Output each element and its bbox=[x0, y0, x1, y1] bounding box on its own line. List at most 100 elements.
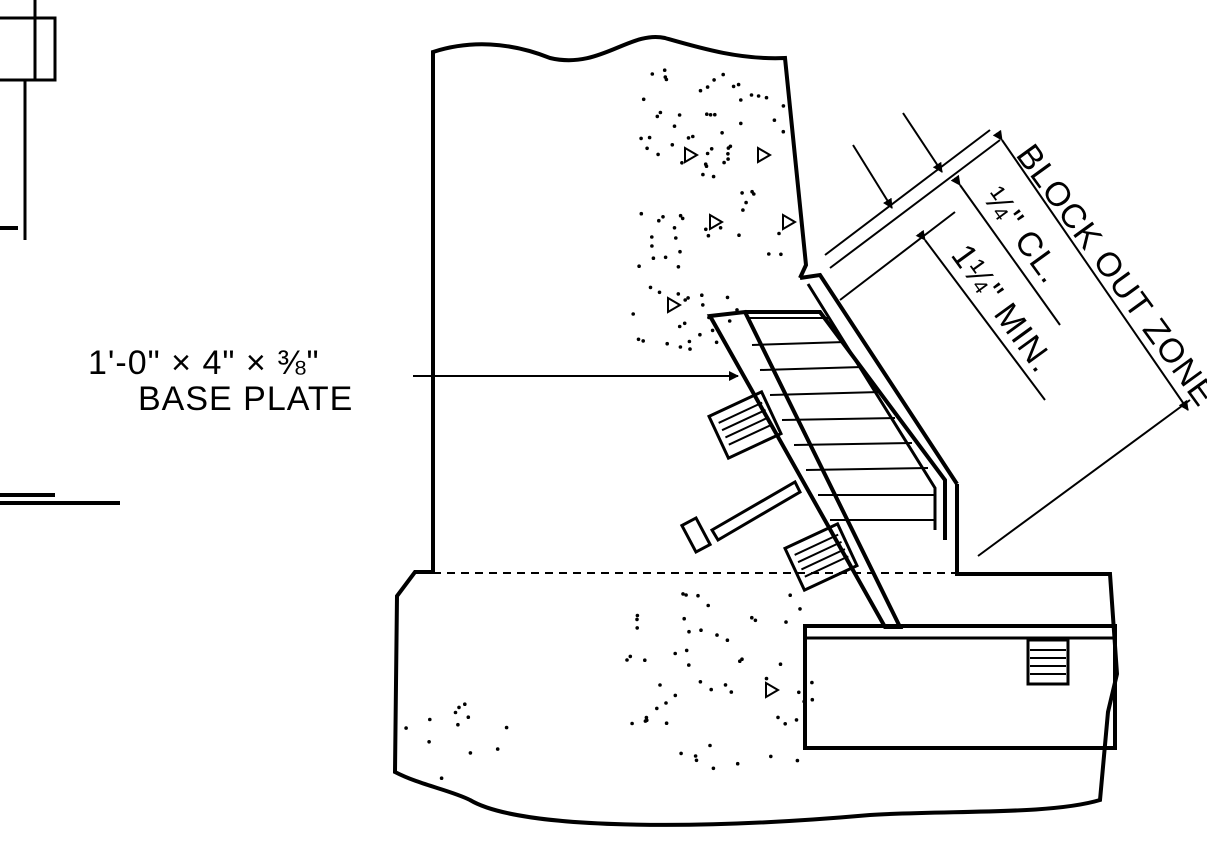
stipple-dot bbox=[712, 78, 716, 82]
stipple-dot bbox=[657, 218, 661, 223]
stipple-dot bbox=[698, 680, 703, 684]
aggregate-triangle bbox=[782, 213, 797, 231]
stipple-dot bbox=[427, 740, 431, 744]
stipple-dot bbox=[682, 616, 686, 621]
stipple-dot bbox=[706, 233, 711, 238]
stipple-dot bbox=[731, 84, 736, 89]
stipple-dot bbox=[714, 340, 719, 345]
stipple-dot bbox=[663, 75, 668, 79]
stipple-dot bbox=[739, 121, 743, 126]
stipple-dot bbox=[699, 628, 703, 632]
stipple-dot bbox=[655, 706, 659, 711]
stipple-dot bbox=[404, 726, 408, 730]
base-plate-dimension-label: 1'-0" × 4" × ⅜" bbox=[88, 344, 320, 382]
stipple-dot bbox=[672, 124, 677, 128]
stipple-dot bbox=[680, 161, 684, 165]
stipple-dot bbox=[779, 252, 783, 257]
stipple-dot bbox=[725, 638, 730, 642]
stipple-dot bbox=[658, 683, 662, 687]
stipple-dot bbox=[703, 162, 708, 166]
stipple-dot bbox=[428, 717, 432, 722]
stipple-dot bbox=[797, 690, 801, 695]
stipple-dot bbox=[794, 718, 799, 722]
stipple-dot bbox=[696, 593, 700, 598]
stipple-dot bbox=[684, 648, 689, 653]
stipple-dot bbox=[727, 319, 732, 323]
stipple-dot bbox=[783, 722, 787, 726]
aggregate-triangle bbox=[709, 213, 724, 231]
stipple-dot bbox=[810, 680, 814, 685]
stipple-dot bbox=[777, 231, 781, 236]
aggregate-triangle bbox=[684, 146, 699, 164]
stipple-dot bbox=[644, 715, 649, 720]
anchor-bolt-lower bbox=[783, 521, 859, 593]
stipple-dot bbox=[715, 633, 719, 637]
stipple-dot bbox=[677, 324, 682, 329]
stipple-dot bbox=[639, 211, 644, 216]
stipple-dot bbox=[463, 702, 467, 706]
stipple-dot bbox=[749, 93, 754, 97]
stipple-dot bbox=[504, 725, 509, 730]
stipple-dot bbox=[648, 285, 653, 290]
stipple-dot bbox=[453, 710, 458, 715]
stipple-dot bbox=[776, 715, 780, 720]
stipple-dot bbox=[631, 312, 635, 316]
stipple-dot bbox=[708, 743, 712, 748]
stipple-dot bbox=[663, 255, 668, 260]
stipple-dot bbox=[686, 136, 691, 140]
stipple-dot bbox=[694, 758, 699, 763]
stipple-dot bbox=[711, 174, 716, 179]
stipple-dot bbox=[781, 104, 786, 108]
stipple-dot bbox=[704, 227, 708, 232]
stipple-dot bbox=[664, 701, 668, 705]
stipple-dot bbox=[678, 213, 683, 218]
stipple-dot bbox=[710, 328, 715, 333]
stipple-dot bbox=[651, 256, 656, 261]
stipple-dot bbox=[635, 613, 640, 618]
stipple-dot bbox=[687, 339, 692, 344]
stipple-dot bbox=[650, 235, 654, 239]
stipple-dot bbox=[739, 98, 743, 102]
stipple-dot bbox=[684, 593, 688, 597]
stipple-dot bbox=[708, 113, 713, 117]
stipple-dot bbox=[701, 172, 705, 177]
stipple-dot bbox=[726, 152, 730, 156]
stipple-dot bbox=[676, 292, 681, 296]
base-plate-assembly bbox=[706, 272, 959, 629]
stipple-dot bbox=[723, 683, 728, 687]
stipple-dot bbox=[639, 136, 643, 141]
stipple-dot bbox=[678, 345, 683, 349]
stipple-dot bbox=[711, 766, 716, 771]
stipple-dot bbox=[709, 147, 714, 151]
stipple-dot bbox=[677, 113, 682, 117]
stipple-dot bbox=[705, 112, 709, 116]
stipple-dot bbox=[673, 651, 677, 656]
stipple-dot bbox=[720, 131, 724, 135]
stipple-dot bbox=[628, 654, 633, 659]
stipple-dot bbox=[778, 662, 783, 666]
stipple-dot bbox=[686, 296, 690, 300]
stipple-dot bbox=[674, 236, 678, 240]
stipple-dot bbox=[736, 82, 741, 87]
dimension-lines bbox=[413, 112, 1191, 557]
stipple-dot bbox=[647, 135, 652, 140]
stipple-dot bbox=[728, 144, 733, 149]
stipple-dot bbox=[657, 290, 662, 295]
stipple-dot bbox=[439, 776, 444, 780]
stipple-dot bbox=[725, 295, 730, 300]
stipple-dot bbox=[709, 687, 713, 692]
stipple-dot bbox=[729, 690, 734, 694]
stipple-dot bbox=[784, 620, 788, 624]
stipple-dot bbox=[735, 761, 740, 766]
stipple-dot bbox=[698, 332, 702, 337]
stipple-dot bbox=[698, 88, 703, 93]
stipple-dot bbox=[772, 118, 777, 122]
stipple-dot bbox=[705, 85, 710, 89]
stipple-dot bbox=[635, 626, 639, 630]
stipple-dot bbox=[636, 337, 641, 342]
stipple-dot bbox=[672, 226, 677, 230]
stipple-dot bbox=[456, 722, 460, 727]
stipple-dot bbox=[740, 191, 744, 195]
stipple-dot bbox=[687, 629, 691, 634]
